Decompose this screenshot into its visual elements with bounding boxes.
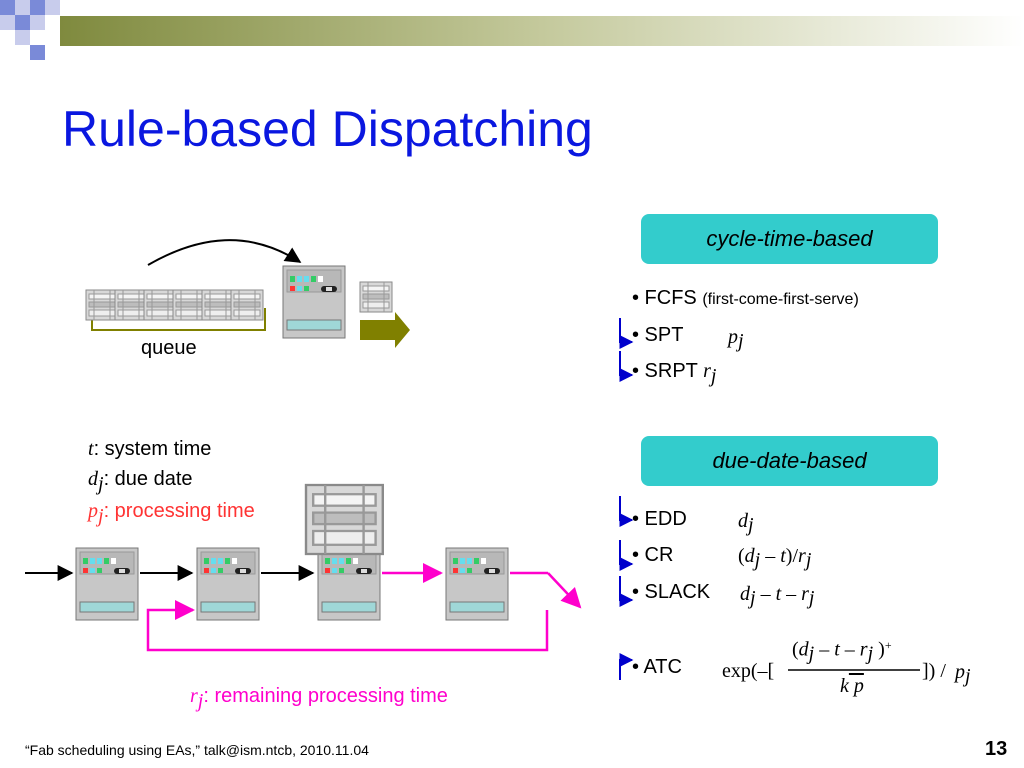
remaining-loop-arrow	[146, 600, 549, 652]
wafer-lot-icon	[85, 289, 119, 321]
r-subscript: j	[197, 690, 204, 712]
slack-formula: dj – t – rj	[740, 583, 815, 610]
atc-numerator: (dj – t – rj )+	[792, 638, 892, 665]
machine-icon	[75, 547, 139, 621]
p-text: : processing time	[103, 500, 255, 522]
dispatch-curve-arrow	[147, 239, 302, 266]
olive-out-arrow	[360, 312, 410, 348]
wafer-lot-icon	[143, 289, 177, 321]
p-subscript: j	[98, 505, 104, 527]
spt-label: • SPT	[632, 324, 684, 346]
atc-exp: exp(–[	[722, 660, 775, 682]
edd-formula: dj	[738, 510, 754, 537]
rule-fcfs: • FCFS (first-come-first-serve)	[632, 287, 859, 310]
wafer-lot-icon	[230, 289, 264, 321]
atc-p: pj	[955, 661, 971, 688]
r-text: : remaining processing time	[203, 685, 448, 707]
wafer-lot-icon	[359, 281, 393, 313]
spt-subscript: j	[738, 330, 744, 353]
edd-label: • EDD	[632, 508, 687, 530]
cycle-time-based-header: cycle-time-based	[641, 214, 938, 264]
t-symbol: t	[88, 438, 94, 460]
rule-spt: • SPT	[632, 324, 683, 347]
srpt-symbol: r	[703, 360, 711, 382]
remaining-flow-arrow	[547, 572, 582, 609]
cr-label: • CR	[632, 544, 674, 566]
slack-label: • SLACK	[632, 581, 711, 603]
d-subscript: j	[98, 473, 104, 495]
legend-t: t: system time	[88, 438, 211, 461]
wafer-lot-icon	[201, 289, 235, 321]
r-symbol: r	[190, 685, 198, 707]
cr-formula: (dj – t)/rj	[738, 545, 812, 572]
wafer-lot-icon	[114, 289, 148, 321]
machine-icon	[317, 547, 381, 621]
atc-denominator: k p	[840, 675, 864, 697]
wafer-lot-icon	[172, 289, 206, 321]
legend-d: dj: due date	[88, 468, 193, 496]
rule-atc: • ATC	[632, 656, 682, 679]
header-square	[45, 0, 60, 15]
sort-arrows	[619, 318, 634, 680]
d-text: : due date	[103, 468, 193, 490]
t-text: : system time	[93, 438, 212, 460]
spt-symbol: p	[728, 326, 738, 348]
legend-r: rj: remaining processing time	[190, 685, 448, 713]
atc-plus: +	[884, 638, 892, 652]
due-date-based-header: due-date-based	[641, 436, 938, 486]
edd-subscript: j	[748, 514, 754, 537]
rule-edd: • EDD	[632, 508, 687, 531]
queue-label: queue	[141, 337, 197, 359]
rule-srpt: • SRPT rj	[632, 360, 716, 388]
atc-p-symbol: p	[955, 661, 965, 683]
p-symbol: p	[88, 500, 98, 522]
header-square	[15, 15, 30, 30]
page-number: 13	[985, 738, 1008, 760]
atc-close: ]) /	[922, 660, 946, 682]
machine-icon	[445, 547, 509, 621]
footer-text: “Fab scheduling using EAs,” talk@ism.ntc…	[25, 742, 369, 758]
header-square	[15, 0, 30, 15]
edd-symbol: d	[738, 510, 748, 532]
machine-icon	[196, 547, 260, 621]
header-square	[30, 15, 45, 30]
rule-cr: • CR	[632, 544, 673, 567]
fcfs-label: • FCFS	[632, 287, 697, 309]
header-square	[30, 0, 45, 15]
spt-formula: pj	[728, 326, 744, 353]
slide-title: Rule-based Dispatching	[62, 101, 593, 157]
header-square	[0, 0, 15, 15]
atc-label: • ATC	[632, 656, 682, 678]
rule-slack: • SLACK	[632, 581, 710, 604]
header-square	[15, 30, 30, 45]
header-square	[0, 15, 15, 30]
wafer-lot-large-icon	[304, 483, 384, 556]
header-square	[30, 45, 45, 60]
fcfs-note: (first-come-first-serve)	[702, 291, 859, 308]
machine-icon	[282, 265, 346, 339]
srpt-label: • SRPT	[632, 360, 698, 382]
atc-p-subscript: j	[965, 665, 971, 688]
d-symbol: d	[88, 468, 98, 490]
header-decoration	[0, 0, 1024, 60]
header-gradient-bar	[60, 16, 1024, 46]
srpt-subscript: j	[710, 365, 717, 387]
legend-p: pj: processing time	[88, 500, 255, 528]
